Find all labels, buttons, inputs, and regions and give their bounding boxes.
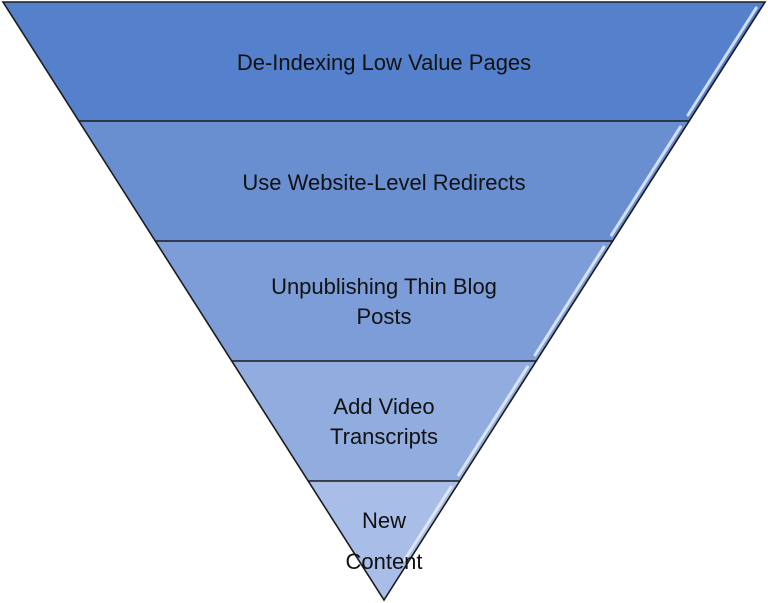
funnel-tier-3	[155, 241, 613, 361]
funnel-tiers	[3, 2, 765, 600]
funnel-tier-label-2: Use Website-Level Redirects	[242, 170, 525, 195]
funnel-tier-label-line: Content	[345, 549, 422, 574]
funnel-tier-highlight-5	[402, 485, 453, 562]
funnel-tier-highlight-4	[457, 365, 529, 477]
funnel-tier-label-line: De-Indexing Low Value Pages	[237, 50, 531, 75]
funnel-tier-highlight-2	[610, 125, 682, 237]
funnel-tier-2	[78, 121, 690, 241]
funnel-tier-4	[231, 361, 537, 481]
funnel-tier-label-line: Use Website-Level Redirects	[242, 170, 525, 195]
funnel-tier-label-line: Unpublishing Thin Blog	[271, 274, 497, 299]
funnel-tier-label-line: New	[362, 508, 406, 533]
funnel-tier-highlight-1	[686, 6, 758, 117]
funnel-tier-1	[3, 2, 765, 121]
funnel-tier-label-line: Posts	[356, 304, 411, 329]
funnel-tier-label-1: De-Indexing Low Value Pages	[237, 50, 531, 75]
funnel-dividers	[78, 120, 690, 482]
funnel-tier-highlight-3	[533, 245, 606, 357]
funnel-tier-5	[308, 481, 460, 600]
funnel-tier-label-line: Transcripts	[330, 424, 438, 449]
funnel-tier-label-line: Add Video	[333, 394, 434, 419]
